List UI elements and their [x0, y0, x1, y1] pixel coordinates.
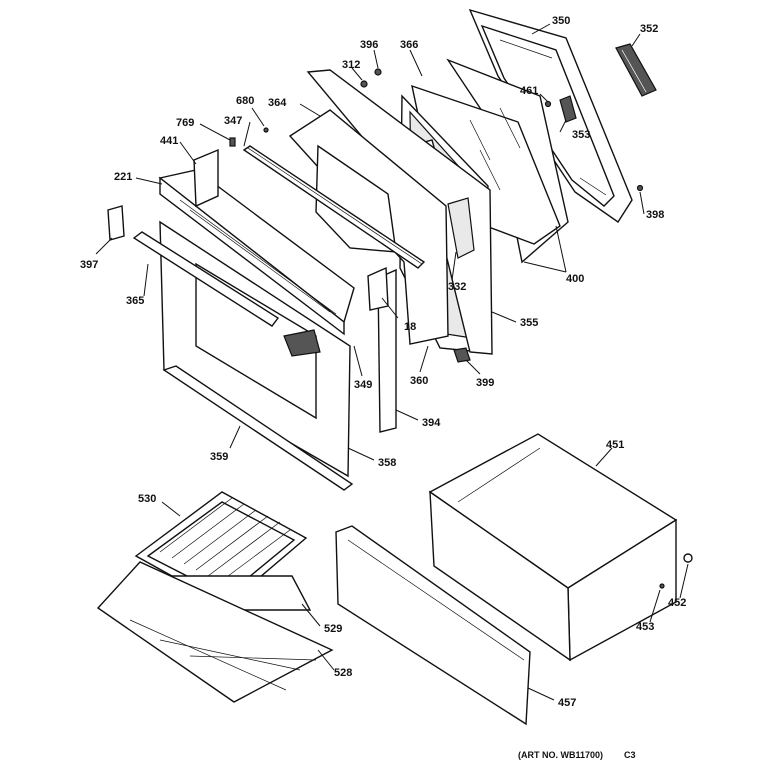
- label-365: 365: [126, 295, 144, 307]
- bottom-trim-359: [162, 365, 354, 491]
- label-221: 221: [114, 171, 132, 183]
- screw-398: [636, 184, 644, 192]
- hinge-353: [559, 95, 577, 123]
- label-399: 399: [476, 377, 494, 389]
- door-frame-350: [468, 8, 633, 223]
- bracket-tab-769: [229, 137, 236, 147]
- label-452: 452: [668, 597, 686, 609]
- screw-680: [263, 127, 269, 133]
- label-360: 360: [410, 375, 428, 387]
- label-453: 453: [636, 621, 654, 633]
- oven-rack-528: [96, 561, 334, 703]
- part-labels: 350 352 396 366 312 461 353 680 364 769 …: [80, 15, 686, 760]
- label-400: 400: [566, 273, 584, 285]
- label-18: 18: [404, 321, 416, 333]
- bracket-397: [107, 205, 125, 241]
- label-394: 394: [422, 417, 441, 429]
- label-359: 359: [210, 451, 228, 463]
- label-312: 312: [342, 59, 360, 71]
- label-355: 355: [520, 317, 538, 329]
- drawer-body-451: [428, 433, 678, 662]
- label-397: 397: [80, 259, 98, 271]
- label-530: 530: [138, 493, 156, 505]
- label-350: 350: [552, 15, 570, 27]
- label-366: 366: [400, 39, 418, 51]
- label-364: 364: [268, 97, 287, 109]
- label-461: 461: [520, 85, 538, 97]
- label-769: 769: [176, 117, 194, 129]
- label-358: 358: [378, 457, 396, 469]
- label-353: 353: [572, 129, 590, 141]
- bracket-441: [193, 148, 219, 208]
- label-398: 398: [646, 209, 664, 221]
- label-528: 528: [334, 667, 352, 679]
- screw-461: [544, 100, 552, 108]
- label-332: 332: [448, 281, 466, 293]
- label-347: 347: [224, 115, 242, 127]
- control-panel-221: [158, 169, 355, 336]
- handle-rail-347: [242, 145, 426, 269]
- art-code: C3: [624, 750, 636, 760]
- bracket-18: [367, 266, 389, 311]
- art-number: (ART NO. WB11700): [518, 750, 603, 760]
- label-457: 457: [558, 697, 576, 709]
- leader-lines: [95, 23, 689, 701]
- screw-312: [360, 80, 368, 88]
- glide-452: [683, 553, 693, 563]
- label-441: 441: [160, 135, 178, 147]
- clip-399: [453, 347, 471, 363]
- label-396: 396: [360, 39, 378, 51]
- oven-door-358: [132, 220, 351, 478]
- screw-396: [374, 68, 382, 76]
- label-349: 349: [354, 379, 372, 391]
- glide-453: [659, 583, 665, 589]
- label-680: 680: [236, 95, 254, 107]
- door-handle-332: [283, 329, 321, 357]
- label-451: 451: [606, 439, 624, 451]
- gasket-332: [447, 197, 475, 259]
- label-352: 352: [640, 23, 658, 35]
- vent-352: [615, 43, 657, 97]
- label-529: 529: [324, 623, 342, 635]
